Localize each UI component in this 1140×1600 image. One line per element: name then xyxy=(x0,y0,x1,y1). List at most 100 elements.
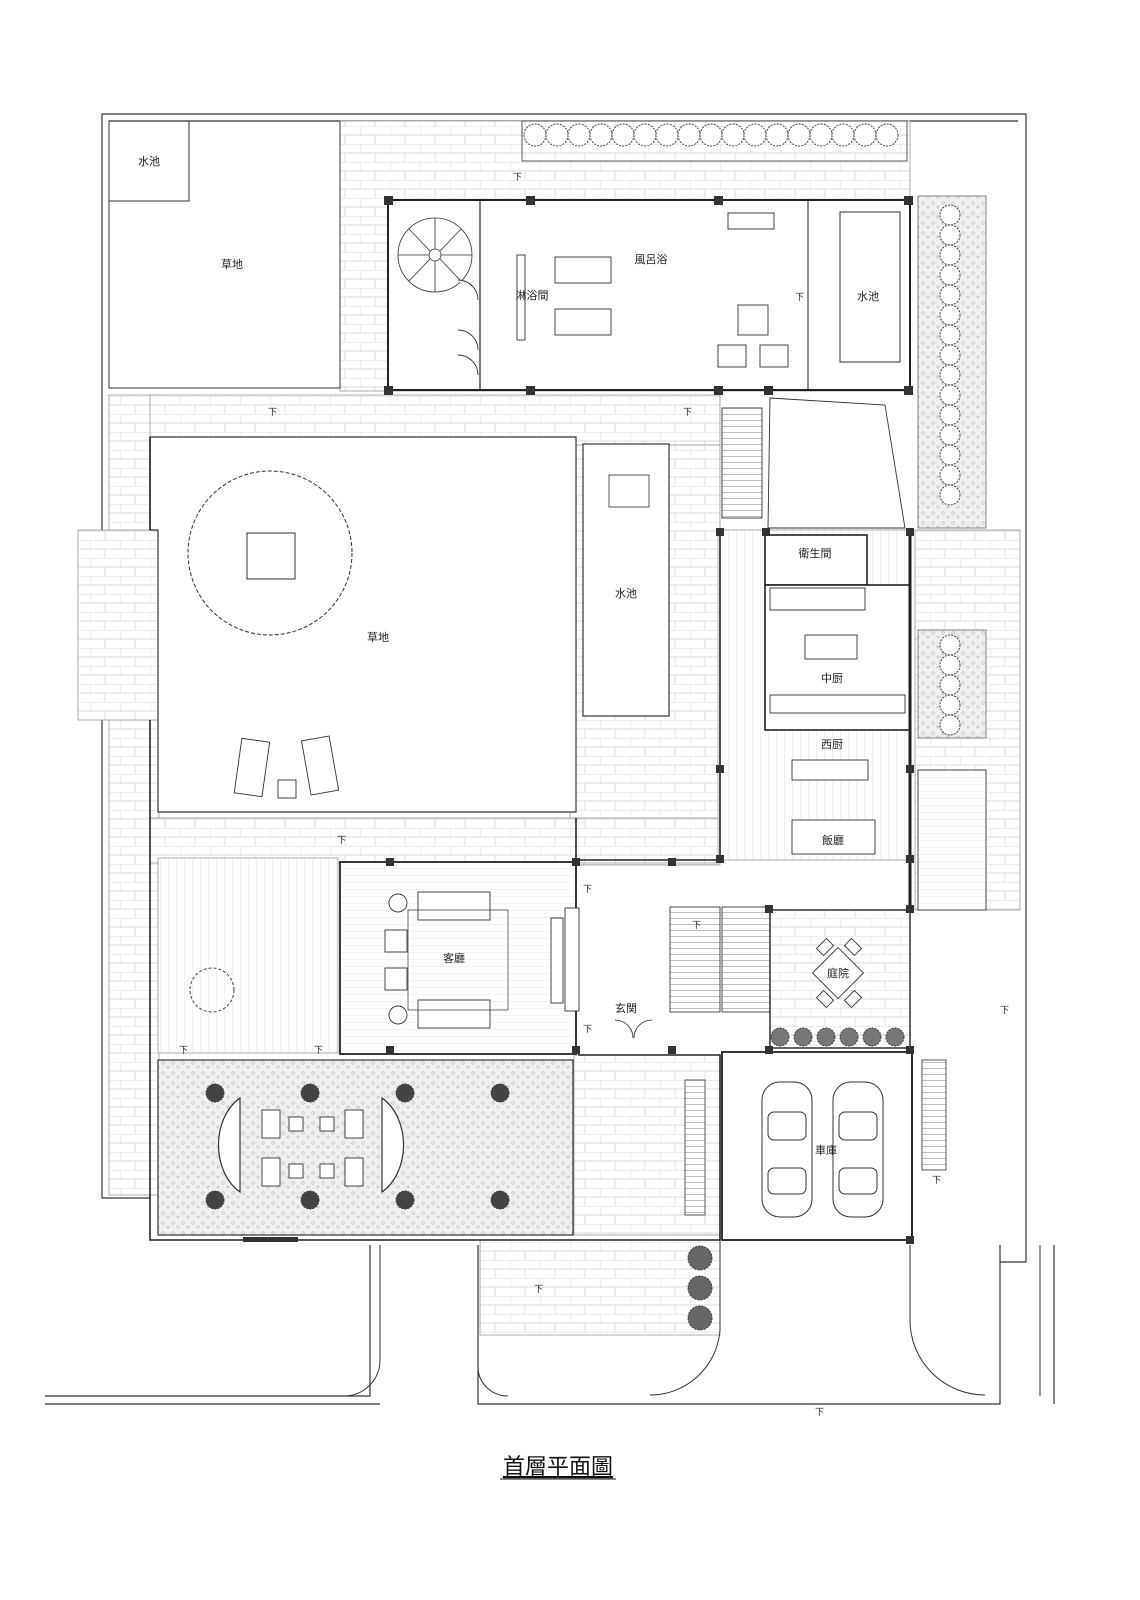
shrub-icon xyxy=(567,123,591,147)
label-garage: 車庫 xyxy=(815,1143,837,1157)
hedge-shrubs xyxy=(523,123,899,147)
north-hedge xyxy=(521,120,908,162)
plan-title: 首層平面圖 xyxy=(503,1455,613,1480)
shrub-icon xyxy=(687,1305,713,1331)
down-mark: 下 xyxy=(337,836,346,846)
shrub-icon xyxy=(611,123,635,147)
shrub-icon xyxy=(793,1027,813,1047)
kitchen-fixtures xyxy=(769,587,906,855)
shrub-icon xyxy=(939,224,961,246)
shrub-icon xyxy=(205,1083,225,1103)
central-pond xyxy=(582,443,670,717)
patio-furniture xyxy=(261,1109,364,1187)
down-mark: 下 xyxy=(179,1046,188,1056)
shrub-icon xyxy=(939,634,961,656)
down-mark: 下 xyxy=(932,1176,941,1186)
shrub-icon xyxy=(699,123,723,147)
cars xyxy=(761,1081,884,1218)
shrub-icon xyxy=(939,714,961,736)
shrub-icon xyxy=(939,384,961,406)
down-mark: 下 xyxy=(692,921,701,931)
label-shower: 淋浴間 xyxy=(516,289,549,302)
east-stair xyxy=(917,769,987,911)
columns xyxy=(243,196,914,1244)
shrub-icon xyxy=(939,424,961,446)
shrub-icon xyxy=(300,1190,320,1210)
shrub-icon xyxy=(939,674,961,696)
garage-plants xyxy=(687,1245,713,1331)
shrub-icon xyxy=(939,284,961,306)
foyer xyxy=(614,906,771,1039)
down-mark: 下 xyxy=(268,408,277,418)
shrub-icon xyxy=(939,694,961,716)
shrub-icon xyxy=(809,123,833,147)
shrub-icon xyxy=(765,123,789,147)
label-chinese-kitchen: 中厨 xyxy=(821,672,843,685)
shrub-icon xyxy=(633,123,657,147)
shrub-icon xyxy=(395,1190,415,1210)
patio-plants xyxy=(205,1083,510,1210)
shrub-icon xyxy=(939,484,961,506)
down-mark: 下 xyxy=(683,408,692,418)
shrub-icon xyxy=(831,123,855,147)
shrub-icon xyxy=(885,1027,905,1047)
label-dining: 飯廳 xyxy=(822,833,844,847)
north-lawn-area xyxy=(108,120,341,389)
hedge-shrubs-east xyxy=(939,204,961,736)
shrub-icon xyxy=(939,404,961,426)
shrub-icon xyxy=(816,1027,836,1047)
label-central-pond: 水池 xyxy=(615,587,637,600)
shrub-icon xyxy=(875,123,899,147)
courtyard-table xyxy=(811,937,865,1009)
room-labels: 水池 草地 風呂浴 淋浴間 水池 衛生間 水池 草地 中厨 西厨 飯廳 客廳 庭… xyxy=(138,155,879,1157)
label-corner-pond: 水池 xyxy=(138,155,160,168)
label-bathroom: 衛生間 xyxy=(799,546,832,560)
shrub-icon xyxy=(687,1245,713,1271)
shrub-icon xyxy=(589,123,613,147)
shrub-icon xyxy=(687,1275,713,1301)
label-spa: 風呂浴 xyxy=(635,253,668,266)
garage-stair xyxy=(684,1059,947,1216)
label-spa-pond: 水池 xyxy=(857,290,879,303)
spa-east-pond xyxy=(839,211,901,363)
shrub-icon xyxy=(939,204,961,226)
shrub-icon xyxy=(839,1027,859,1047)
shrub-icon xyxy=(395,1083,415,1103)
label-foyer: 玄関 xyxy=(615,1001,637,1015)
shrub-icon xyxy=(677,123,701,147)
shrub-icon xyxy=(939,304,961,326)
shrub-icon xyxy=(490,1083,510,1103)
shrub-icon xyxy=(770,1027,790,1047)
shrub-icon xyxy=(939,464,961,486)
shrub-icon xyxy=(205,1190,225,1210)
shrub-icon xyxy=(300,1083,320,1103)
label-western-kitchen: 西厨 xyxy=(821,738,843,751)
down-mark: 下 xyxy=(795,293,804,303)
label-north-lawn: 草地 xyxy=(221,258,243,271)
down-mark: 下 xyxy=(1000,1006,1009,1016)
shrub-icon xyxy=(743,123,767,147)
shrub-icon xyxy=(939,264,961,286)
north-stair xyxy=(721,397,906,529)
driveway-curves xyxy=(343,1240,1041,1397)
shrub-icon xyxy=(853,123,877,147)
site-boundary xyxy=(45,113,1055,1405)
down-mark: 下 xyxy=(583,1025,592,1035)
shrub-icon xyxy=(655,123,679,147)
main-lawn xyxy=(149,436,577,813)
living-furniture xyxy=(384,891,580,1029)
shrub-icon xyxy=(939,654,961,676)
shrub-icon xyxy=(490,1190,510,1210)
lawn-loungers xyxy=(233,735,340,799)
shrub-icon xyxy=(939,324,961,346)
spa-fixtures xyxy=(457,212,789,376)
shrub-icon xyxy=(939,444,961,466)
label-main-lawn: 草地 xyxy=(367,631,389,644)
shrub-icon xyxy=(939,364,961,386)
lawn-tree xyxy=(187,470,353,636)
shrub-icon xyxy=(939,344,961,366)
shrub-icon xyxy=(523,123,547,147)
shrub-icon xyxy=(939,244,961,266)
down-marks: 下 下 下 下 下 下 下 下 下 下 下 下 下 下 xyxy=(179,173,1009,1418)
